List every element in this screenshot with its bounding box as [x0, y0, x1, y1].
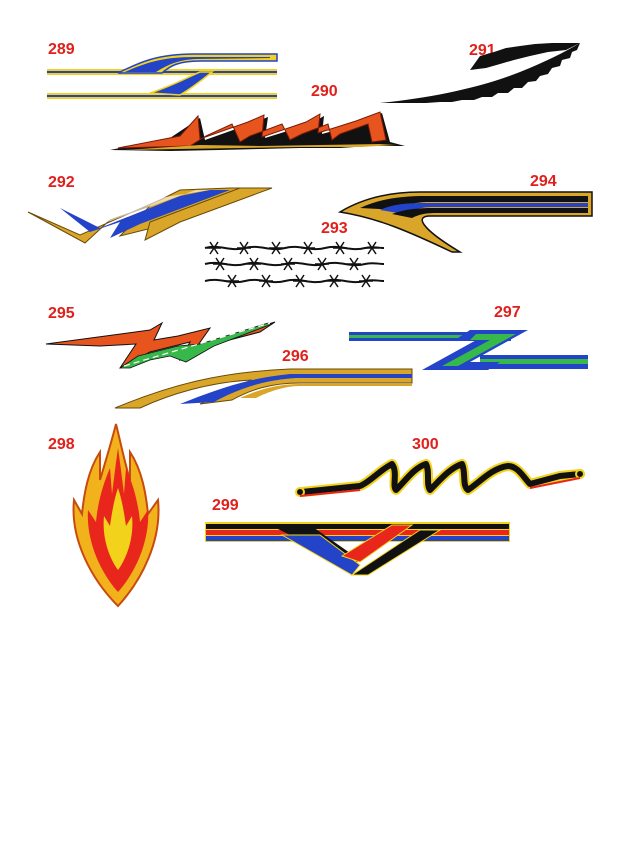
design-number-297: 297 — [494, 304, 521, 321]
design-290-graphic — [110, 111, 405, 151]
design-number-292: 292 — [48, 174, 75, 191]
design-number-296: 296 — [282, 348, 309, 365]
design-number-294: 294 — [530, 173, 557, 190]
design-number-289: 289 — [48, 41, 75, 58]
design-294-graphic — [337, 191, 593, 253]
design-295-graphic — [45, 321, 276, 369]
design-297-graphic — [349, 330, 588, 370]
design-298-graphic — [72, 423, 160, 608]
design-number-298: 298 — [48, 436, 75, 453]
design-296-graphic — [114, 368, 413, 409]
design-292-graphic — [27, 187, 273, 244]
design-300-graphic — [295, 459, 585, 497]
design-number-295: 295 — [48, 305, 75, 322]
design-number-293: 293 — [321, 220, 348, 237]
design-291-graphic — [380, 43, 580, 103]
design-number-300: 300 — [412, 436, 439, 453]
design-299-graphic — [205, 522, 510, 576]
design-293-graphic — [204, 241, 385, 288]
design-number-299: 299 — [212, 497, 239, 514]
design-number-290: 290 — [311, 83, 338, 100]
design-289-graphic — [47, 53, 278, 99]
